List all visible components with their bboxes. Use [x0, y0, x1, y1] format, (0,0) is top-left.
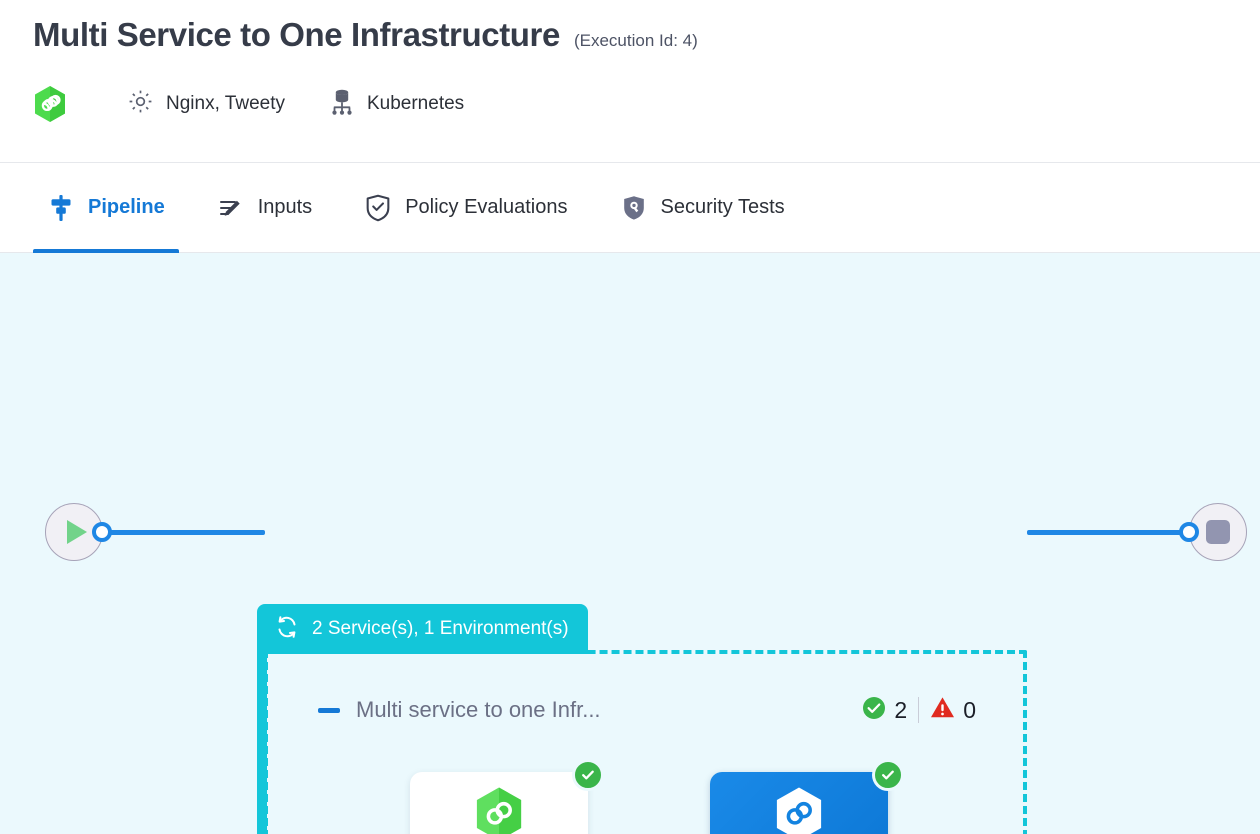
shield-security-icon [620, 194, 648, 222]
tab-pipeline-label: Pipeline [88, 196, 165, 218]
tab-pipeline[interactable]: Pipeline [33, 163, 179, 253]
tab-policy-evaluations[interactable]: Policy Evaluations [350, 163, 581, 253]
edge-group-to-end [1027, 530, 1192, 535]
group-header-row: Multi service to one Infr... 2 [316, 690, 976, 730]
success-counter: 2 [862, 696, 907, 725]
services-meta: Nginx, Tweety [127, 88, 285, 120]
tab-inputs-label: Inputs [257, 196, 313, 218]
warning-count: 0 [963, 696, 976, 723]
start-node-handle[interactable] [92, 522, 112, 542]
stop-icon [1206, 520, 1230, 544]
end-node-handle[interactable] [1179, 522, 1199, 542]
green-hexagon-infinity-logo [476, 787, 522, 834]
edit-list-icon [217, 194, 245, 222]
minus-icon [318, 707, 340, 713]
group-container[interactable] [264, 650, 1027, 834]
node-status-success-badge [872, 759, 904, 791]
shield-check-icon [364, 194, 392, 222]
white-hexagon-infinity-logo [776, 787, 822, 834]
counter-divider [918, 697, 920, 723]
play-icon [67, 520, 87, 544]
success-count: 2 [894, 696, 908, 723]
group-tab-label: 2 Service(s), 1 Environment(s) [312, 618, 569, 639]
brand-hexagon-infinity-icon [33, 84, 71, 124]
group-tab-header[interactable]: 2 Service(s), 1 Environment(s) [257, 604, 588, 654]
tab-bar: Pipeline Inputs Policy Evaluations [0, 163, 1260, 253]
tab-inputs[interactable]: Inputs [203, 163, 326, 253]
infrastructure-meta: Kubernetes [329, 88, 464, 121]
infrastructure-label: Kubernetes [366, 93, 465, 114]
circle-check-icon [862, 696, 886, 725]
execution-id-label: (Execution Id: 4) [573, 31, 698, 50]
group-counters: 2 0 [862, 696, 976, 725]
tab-security-tests-label: Security Tests [660, 196, 785, 218]
start-node[interactable] [45, 503, 103, 561]
page-title: Multi Service to One Infrastructure [33, 16, 560, 53]
warning-triangle-icon [930, 696, 955, 724]
loop-repeat-icon [274, 615, 300, 644]
gear-icon [127, 88, 154, 120]
meta-row: Nginx, Tweety [33, 84, 464, 124]
warning-counter: 0 [930, 696, 976, 724]
kubernetes-cluster-icon [329, 88, 355, 121]
title-row: Multi Service to One Infrastructure (Exe… [33, 16, 698, 54]
pipeline-canvas[interactable]: 2 Service(s), 1 Environment(s) Multi ser… [0, 253, 1260, 834]
tab-policy-evaluations-label: Policy Evaluations [405, 196, 568, 218]
service-node-tweety[interactable]: </> [710, 759, 904, 834]
page-header: Multi Service to One Infrastructure (Exe… [0, 0, 1260, 163]
tab-security-tests[interactable]: Security Tests [606, 163, 799, 253]
pipeline-icon [47, 194, 75, 222]
group-left-accent-bar [257, 649, 267, 834]
collapse-toggle-button[interactable] [316, 697, 342, 723]
edge-start-to-group [100, 530, 265, 535]
service-node-nginx[interactable]: </> [410, 759, 604, 834]
node-status-success-badge [572, 759, 604, 791]
services-label: Nginx, Tweety [166, 93, 285, 114]
